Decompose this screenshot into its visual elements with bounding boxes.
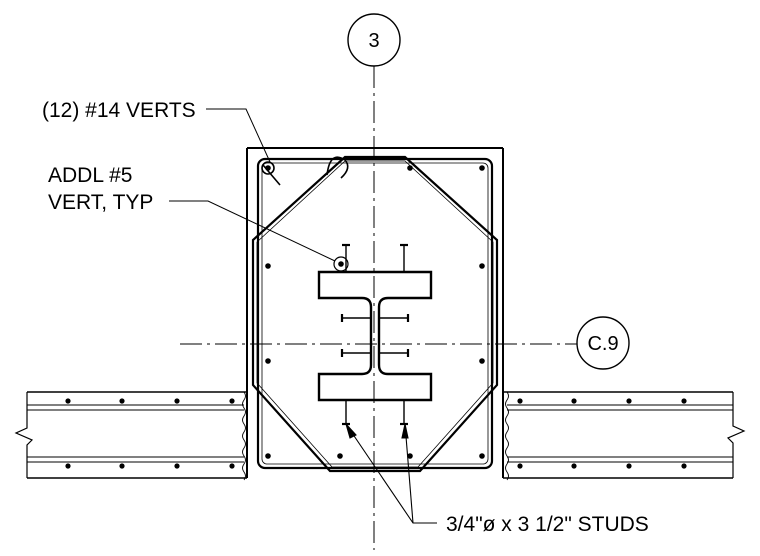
column-bar: [407, 453, 413, 459]
label-verts: (12) #14 VERTS: [42, 99, 196, 122]
label-addl-line2: VERT, TYP: [48, 191, 153, 214]
wall-bar: [119, 398, 125, 404]
label-studs: 3/4"ø x 3 1/2" STUDS: [446, 513, 649, 536]
wall-bar: [571, 463, 577, 469]
column-bar: [337, 453, 343, 459]
column-bar: [265, 358, 271, 364]
leader-studs: [345, 423, 437, 524]
column-outline: [246, 147, 504, 478]
tie-hook-left: [261, 161, 281, 186]
wall-bar: [681, 463, 687, 469]
column-bar: [265, 453, 271, 459]
steel-column-section: [317, 270, 433, 402]
column-bar: [479, 165, 485, 171]
addl-bar-marker: [333, 256, 349, 272]
left-wall: [14, 391, 247, 481]
column-vertical-bars: [265, 165, 485, 459]
wall-bar: [681, 398, 687, 404]
tie-hook-top: [326, 156, 349, 179]
wall-bar: [626, 398, 632, 404]
wall-bar: [517, 398, 523, 404]
column-tie-octagonal: [251, 155, 499, 473]
shear-studs: [340, 243, 410, 426]
right-wall: [503, 391, 746, 481]
wall-bar: [229, 463, 235, 469]
wall-bar: [517, 463, 523, 469]
wall-bar: [65, 398, 71, 404]
column-bar: [479, 453, 485, 459]
wall-bar: [174, 398, 180, 404]
wall-bar: [119, 463, 125, 469]
wall-bar: [174, 463, 180, 469]
grid-bubble-horizontal-label: C.9: [587, 333, 618, 355]
column-bar: [265, 165, 271, 171]
column-bar: [407, 165, 413, 171]
leader-verts: [206, 108, 271, 163]
column-bar: [338, 261, 344, 267]
grid-bubble-vertical: 3: [347, 13, 401, 67]
column-bar: [265, 263, 271, 269]
column-bar: [479, 263, 485, 269]
wall-bar: [571, 398, 577, 404]
wall-bar: [626, 463, 632, 469]
leader-addl: [169, 200, 336, 262]
label-addl-line1: ADDL #5: [48, 164, 132, 187]
grid-bubble-vertical-label: 3: [368, 30, 379, 52]
column-tie-rectangular: [256, 157, 494, 470]
wall-bar: [229, 398, 235, 404]
wall-bar: [65, 463, 71, 469]
grid-bubble-horizontal: C.9: [576, 316, 630, 370]
column-bar: [479, 358, 485, 364]
wall-reinforcing-bars: [65, 398, 687, 469]
